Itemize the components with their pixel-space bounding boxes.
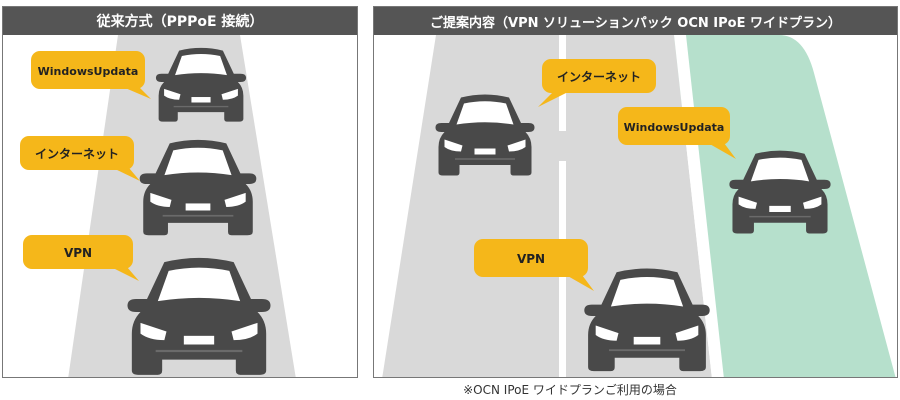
bubble-vpn: VPN [23, 235, 139, 281]
left-panel-title: 従来方式（PPPoE 接続） [3, 7, 357, 35]
bubble-internet: インターネット [538, 59, 656, 107]
right-panel: ご提案内容（VPN ソリューションパック OCN IPoE ワイドプラン） イン… [373, 6, 898, 378]
bubble-windows-update: WindowsUpdata [31, 51, 151, 99]
footnote: ※OCN IPoE ワイドプランご利用の場合 [463, 383, 677, 397]
bubble-label: WindowsUpdata [624, 121, 725, 134]
bubble-label: VPN [64, 246, 92, 260]
bubble-windows-update: WindowsUpdata [618, 107, 736, 159]
bubble-label: インターネット [557, 70, 641, 84]
right-road-scene: インターネット WindowsUpdata VPN [382, 35, 896, 377]
bubble-label: WindowsUpdata [38, 65, 139, 78]
bubble-vpn: VPN [474, 239, 594, 291]
right-panel-title: ご提案内容（VPN ソリューションパック OCN IPoE ワイドプラン） [374, 7, 897, 35]
bubble-label: VPN [517, 252, 545, 266]
bubble-internet: インターネット [20, 136, 140, 181]
left-panel: 従来方式（PPPoE 接続） WindowsUpdata インターネット VPN [2, 6, 358, 378]
left-road-scene: WindowsUpdata インターネット VPN [20, 35, 296, 377]
bubble-label: インターネット [35, 147, 119, 161]
